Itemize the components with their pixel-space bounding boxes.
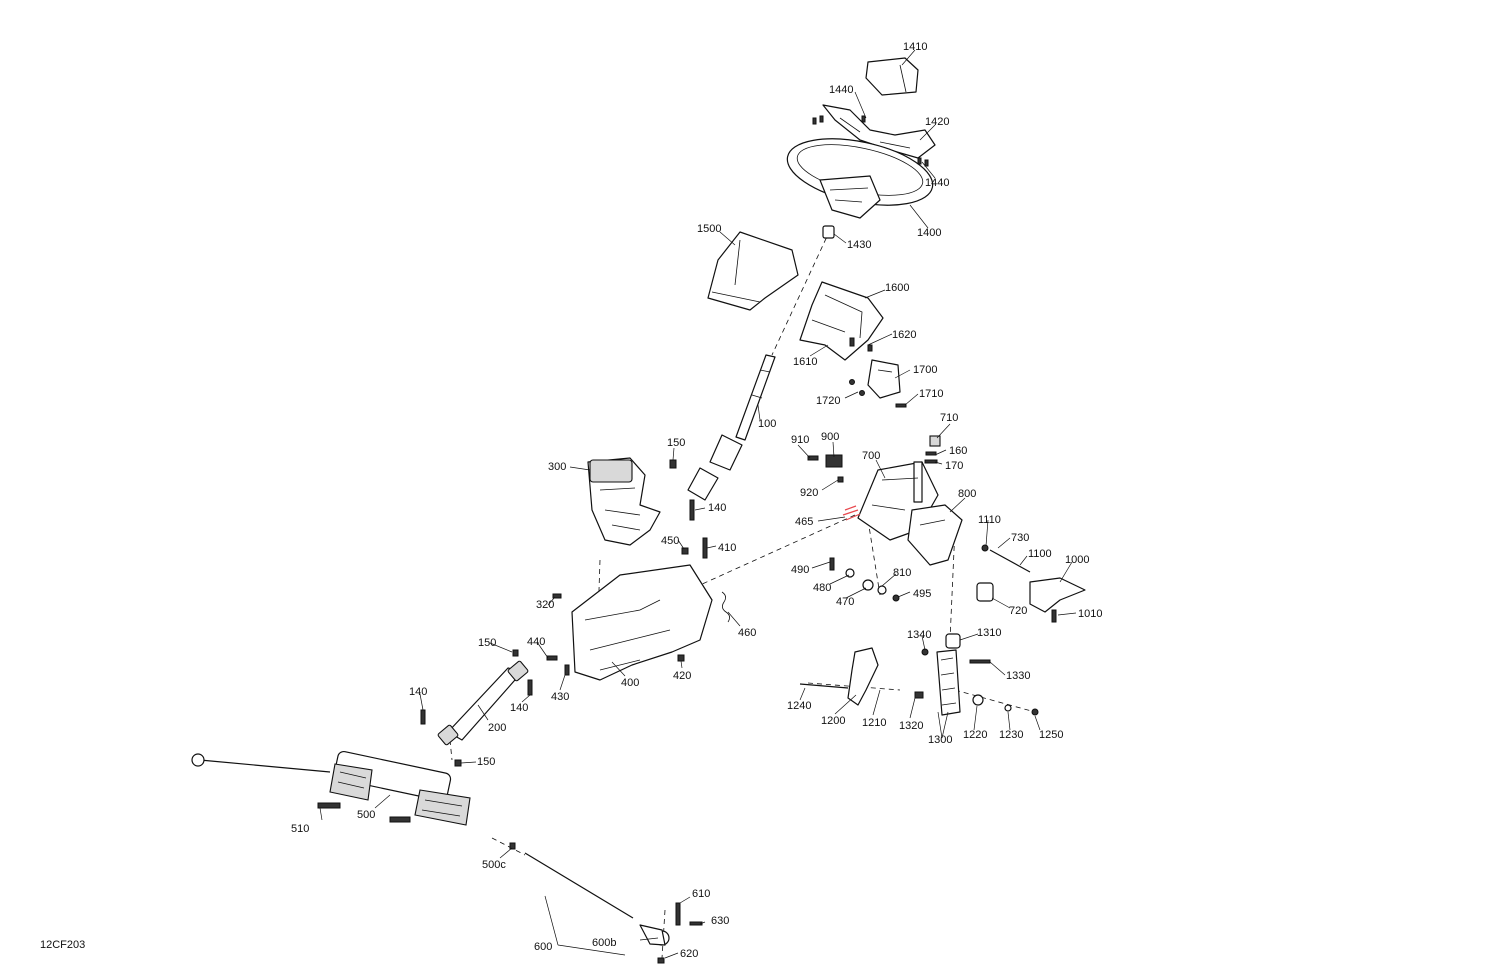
intermediate-steering-shaft [687, 354, 776, 501]
callout-200: 200 [488, 722, 506, 734]
callout-140: 140 [708, 502, 726, 514]
callout-720: 720 [1009, 605, 1027, 617]
callout-1000: 1000 [1065, 554, 1089, 566]
callout-900: 900 [821, 431, 839, 443]
callout-1620: 1620 [892, 329, 916, 341]
callout-1330: 1330 [1006, 670, 1030, 682]
callout-800: 800 [958, 488, 976, 500]
pedal-pivot-pin [989, 549, 1031, 573]
callout-460: 460 [738, 627, 756, 639]
callout-500: 500 [357, 809, 375, 821]
callout-100: 100 [758, 418, 776, 430]
callout-1410: 1410 [903, 41, 927, 53]
callout-1300: 1300 [928, 734, 952, 746]
callout-1210: 1210 [862, 717, 886, 729]
callout-700: 700 [862, 450, 880, 462]
upper-column-cover [707, 231, 799, 311]
return-spring [721, 591, 730, 623]
callout-1420: 1420 [925, 116, 949, 128]
callout-1440: 1440 [925, 177, 949, 189]
callout-1220: 1220 [963, 729, 987, 741]
callout-1720: 1720 [816, 395, 840, 407]
accelerator-pedal [936, 649, 961, 716]
callout-160: 160 [949, 445, 967, 457]
figure-code: 12CF203 [40, 939, 86, 951]
pedal-stop-bumper [976, 582, 994, 602]
callout-1110: 1110 [978, 514, 1001, 526]
left-tie-rod [191, 753, 331, 773]
callout-1240: 1240 [787, 700, 811, 712]
callout-490: 490 [791, 564, 809, 576]
callout-430: 430 [551, 691, 569, 703]
callout-450: 450 [661, 535, 679, 547]
callout-610: 610 [692, 888, 710, 900]
callout-810: 810 [893, 567, 911, 579]
callout-600: 600 [534, 941, 552, 953]
callout-420: 420 [673, 670, 691, 682]
tilt-lever-spring [842, 505, 861, 521]
pedal-support-plate [907, 504, 963, 566]
callout-1100: 1100 [1028, 548, 1052, 560]
steering-rack [329, 750, 471, 826]
callout-710: 710 [940, 412, 958, 424]
callout-1200: 1200 [821, 715, 845, 727]
callout-1440: 1440 [829, 84, 853, 96]
callout-1010: 1010 [1078, 608, 1102, 620]
column-support-bracket [571, 564, 713, 681]
callout-150: 150 [667, 437, 685, 449]
callout-300: 300 [548, 461, 566, 473]
callout-1430: 1430 [847, 239, 871, 251]
pedal-arm-bracket [1029, 577, 1086, 613]
callout-150: 150 [478, 637, 496, 649]
callout-440: 440 [527, 636, 545, 648]
callout-1310: 1310 [977, 627, 1001, 639]
callout-465: 465 [795, 516, 813, 528]
callout-1600: 1600 [885, 282, 909, 294]
callout-1500: 1500 [697, 223, 721, 235]
callout-410: 410 [718, 542, 736, 554]
right-tie-rod [524, 852, 670, 946]
callout-500c: 500c [482, 859, 506, 871]
steering-wheel-switch-plate [822, 104, 936, 159]
callout-600b: 600b [592, 937, 616, 949]
callout-170: 170 [945, 460, 963, 472]
column-bracket-cover [867, 359, 901, 399]
callout-140: 140 [409, 686, 427, 698]
callout-1320: 1320 [899, 720, 923, 732]
steering-wheel-hub-spacer [822, 225, 835, 239]
callout-480: 480 [813, 582, 831, 594]
steering-wheel [786, 138, 934, 219]
callout-630: 630 [711, 915, 729, 927]
lower-steering-shaft [437, 660, 529, 746]
callout-320: 320 [536, 599, 554, 611]
callout-1710: 1710 [919, 388, 943, 400]
callout-470: 470 [836, 596, 854, 608]
fasteners [317, 115, 1057, 964]
callout-495: 495 [913, 588, 931, 600]
callout-1400: 1400 [917, 227, 941, 239]
leader-lines [319, 49, 1077, 959]
accelerator-pivot-mount [945, 633, 961, 649]
callout-1250: 1250 [1039, 729, 1063, 741]
callout-920: 920 [800, 487, 818, 499]
callout-1340: 1340 [907, 629, 931, 641]
steering-wheel-cover [865, 57, 919, 96]
callout-150: 150 [477, 756, 495, 768]
callout-1230: 1230 [999, 729, 1023, 741]
callout-400: 400 [621, 677, 639, 689]
callout-labels: 1410 1440 1420 1440 1400 1430 1500 1600 … [291, 41, 1102, 960]
assembly-axes [449, 229, 1036, 959]
callout-140: 140 [510, 702, 528, 714]
callout-730: 730 [1011, 532, 1029, 544]
power-steering-motor [587, 457, 661, 546]
callout-510: 510 [291, 823, 309, 835]
callout-620: 620 [680, 948, 698, 960]
brake-pedal [799, 647, 879, 706]
lower-column-cover [799, 281, 884, 361]
callout-1610: 1610 [793, 356, 817, 368]
callout-910: 910 [791, 434, 809, 446]
callout-1700: 1700 [913, 364, 937, 376]
